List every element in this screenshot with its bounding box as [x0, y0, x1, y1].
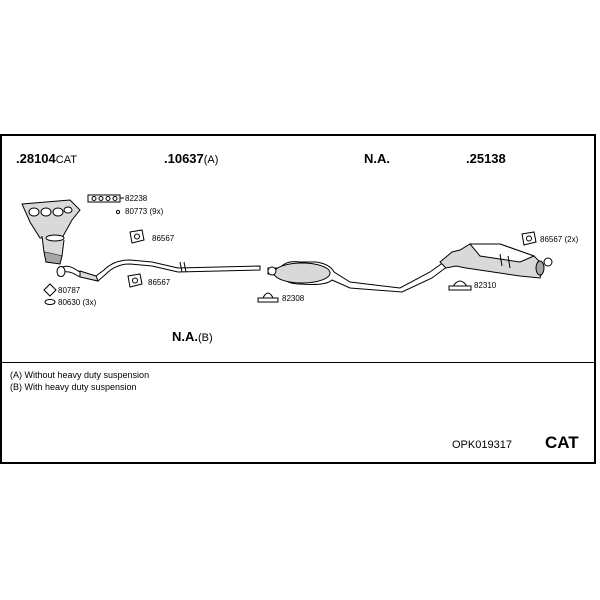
note-b: (B) With heavy duty suspension: [10, 382, 137, 392]
part-ref-80630: 80630 (3x): [58, 298, 97, 307]
pipe-clamp-part: [448, 280, 472, 291]
note-a: (A) Without heavy duty suspension: [10, 370, 150, 380]
header-front-section: .28104CAT: [16, 151, 77, 166]
part-ref-86567-lower: 86567: [148, 278, 171, 287]
kit-code: OPK019317: [452, 439, 512, 451]
header-alternative-pipe: N.A.(B): [172, 329, 213, 344]
rear-silencer-part: [439, 243, 553, 279]
part-ref-82238: 82238: [125, 194, 148, 203]
manifold-gasket-part: [87, 194, 121, 203]
header-middle-section: N.A.: [364, 151, 390, 166]
part-ref-80787: 80787: [58, 286, 81, 295]
rubber-hanger-part: [127, 273, 143, 288]
diagram-frame: [0, 134, 596, 464]
exhaust-manifold-part: [21, 199, 81, 265]
notes-divider: [2, 362, 594, 363]
rear-hanger-part: [521, 231, 537, 246]
part-ref-80773: 80773 (9x): [125, 207, 164, 216]
part-ref-86567-upper: 86567: [152, 234, 175, 243]
rubber-hanger-part: [129, 229, 145, 244]
part-ref-82308: 82308: [282, 294, 305, 303]
spring-part: [44, 299, 56, 305]
part-ref-82310: 82310: [474, 281, 497, 290]
flange-gasket-part: [43, 283, 57, 297]
middle-silencer-part: [267, 261, 449, 293]
nut-part: [115, 209, 121, 215]
front-pipe-part: [56, 259, 261, 282]
kit-type: CAT: [545, 433, 579, 452]
header-front-pipe: .10637(A): [164, 151, 219, 166]
header-rear-section: .25138: [466, 151, 506, 166]
part-ref-86567-rear: 86567 (2x): [540, 235, 579, 244]
pipe-clamp-part: [257, 292, 279, 303]
